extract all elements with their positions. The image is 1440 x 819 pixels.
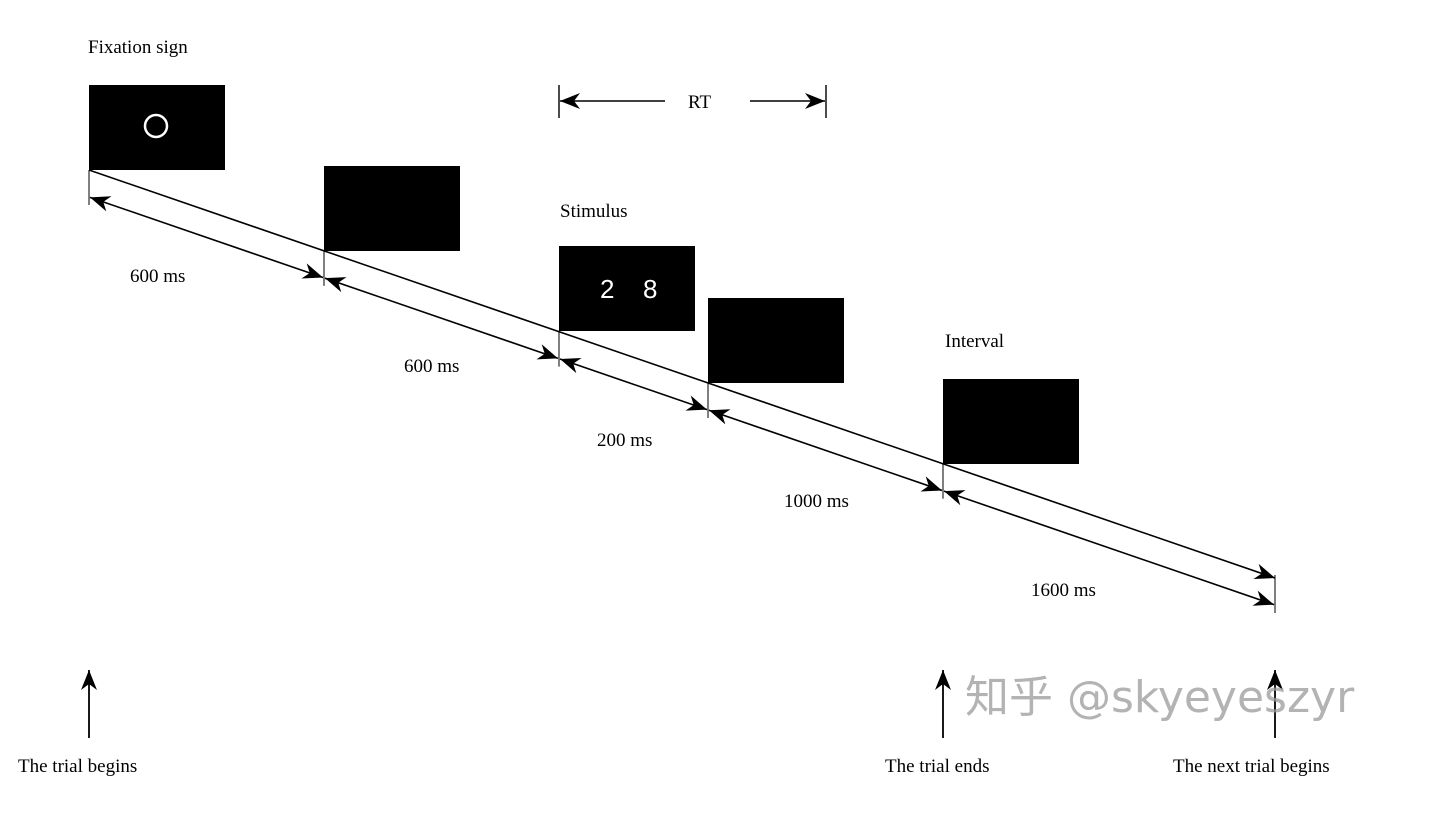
- trial-ends-label: The trial ends: [885, 756, 989, 777]
- fixation-label: Fixation sign: [88, 37, 188, 58]
- fixation-screen: [89, 85, 225, 170]
- timeline-arrow: [88, 169, 1276, 580]
- next-trial-label: The next trial begins: [1173, 756, 1330, 777]
- blank-screen-1: [324, 166, 460, 251]
- duration-label-2: 600 ms: [404, 356, 459, 377]
- duration-label-4: 1000 ms: [784, 491, 849, 512]
- duration-arrows: [89, 196, 1275, 606]
- trial-begins-label: The trial begins: [18, 756, 137, 777]
- watermark: 知乎 @skyeyeszyr: [965, 672, 1355, 723]
- duration-span-arrow: [708, 409, 943, 492]
- duration-span-arrow: [559, 357, 708, 411]
- tick-marks: [88, 170, 1276, 613]
- rt-bracket: RT: [558, 85, 827, 118]
- duration-span-arrow: [943, 490, 1275, 606]
- interval-screen: [943, 379, 1079, 464]
- stimulus-digit-1: 2: [600, 274, 614, 304]
- stimulus-label: Stimulus: [560, 201, 628, 222]
- fixation-circle-icon: [143, 113, 169, 139]
- stimulus-digit-2: 8: [643, 274, 657, 304]
- blank-screen-2: [708, 298, 844, 383]
- stimulus-screen: [559, 246, 695, 331]
- rt-label: RT: [688, 92, 712, 113]
- duration-label-1: 600 ms: [130, 266, 185, 287]
- duration-span-arrow: [324, 277, 559, 360]
- interval-label: Interval: [945, 331, 1004, 352]
- duration-span-arrow: [89, 196, 324, 279]
- duration-label-3: 200 ms: [597, 430, 652, 451]
- duration-label-5: 1600 ms: [1031, 580, 1096, 601]
